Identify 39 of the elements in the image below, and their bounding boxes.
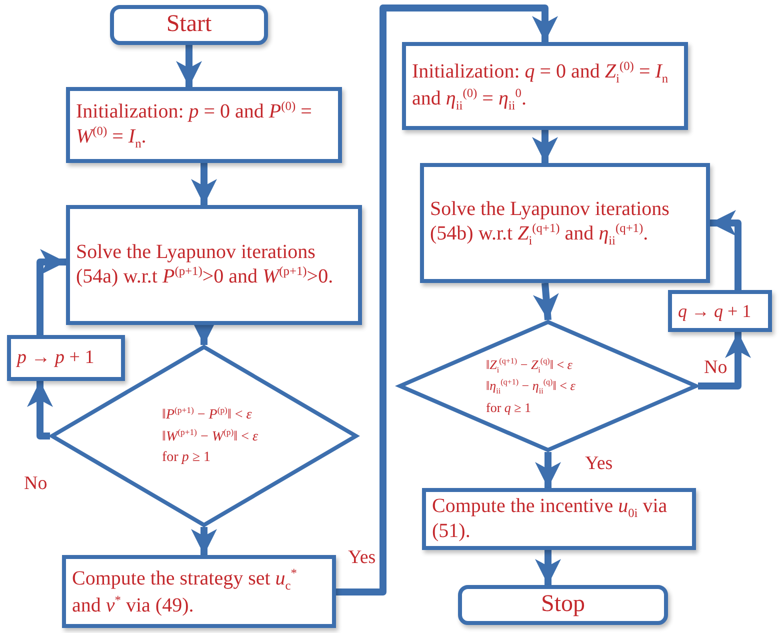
step-text: Initialization: p = 0 and P$^{(0)}$ = W$^{(0)}$ = I$_{n}$. (76, 99, 313, 151)
step-text: p → p + 1 (17, 347, 94, 369)
process-box (402, 42, 688, 130)
process-box (420, 163, 710, 283)
condition-text: ‖η$_{ii}$$^{(q+1)}$ − η$_{ii}$$^{(q)}$‖ < ε (486, 376, 576, 398)
condition-text: ‖W$^{(p+1)}$ − W$^{(p)}$‖ < ε (162, 426, 258, 446)
arrow (176, 45, 202, 87)
decision-diamond (50, 345, 358, 527)
condition-text: ‖Z$_{i}$$^{(q+1)}$ − Z$_{i}$$^{(q)}$‖ < ε (486, 355, 572, 376)
process-box (66, 87, 342, 163)
arrow (191, 163, 217, 205)
terminal-box (110, 5, 268, 45)
arrow (710, 210, 742, 290)
arrow (535, 550, 561, 585)
step-text: Start (166, 11, 212, 39)
process-box (66, 205, 362, 325)
step-text: Solve the Lyapunov iterations (54a) w.r.t P$^{(p+1)}$>0 and W$^{(p+1)}$>0. (76, 241, 334, 289)
step-text: Initialization: q = 0 and Z$_{i}$$^{(0)}$ = I$_{n}$ and η$_{ii}$$^{(0)}$ = η$_{ii}$$^{0}$. (412, 59, 670, 113)
process-box (422, 488, 696, 550)
decision-diamond (398, 320, 698, 452)
arrow (535, 452, 561, 488)
arrow (532, 130, 558, 163)
step-text: Compute the incentive u$_{0i}$ via (51). (432, 494, 668, 544)
step-text: Stop (540, 591, 585, 619)
process-box (7, 335, 125, 381)
arrow (698, 332, 751, 390)
process-box (668, 290, 772, 332)
condition-text: for p ≥ 1 (162, 449, 211, 468)
arrow (336, 4, 558, 596)
process-box (62, 555, 336, 628)
arrow (532, 282, 559, 320)
arrow (27, 381, 53, 440)
arrow (36, 249, 66, 335)
terminal-box (458, 585, 668, 625)
step-text: Solve the Lyapunov iterations (54b) w.r.t Z$_{i}$$^{(q+1)}$ and η$_{ii}$$^{(q+1)}$. (430, 198, 670, 248)
arrow (191, 527, 217, 555)
condition-text: for q ≥ 1 (486, 398, 532, 417)
condition-text: ‖P$^{(p+1)}$ − P$^{(p)}$‖ < ε (162, 404, 252, 424)
step-text: q → q + 1 (678, 300, 752, 322)
